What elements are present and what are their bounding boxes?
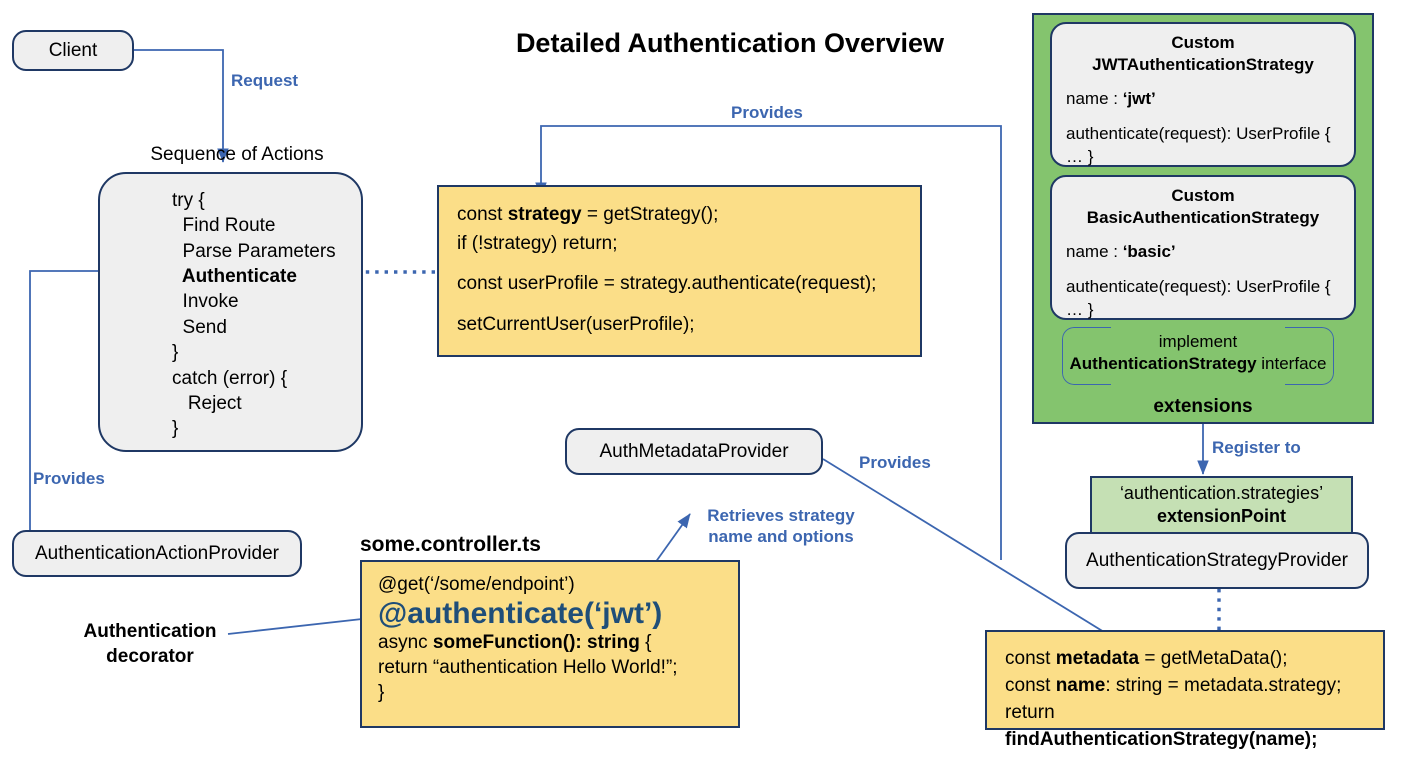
chip-extension-point-line1: ‘authentication.strategies’ bbox=[1119, 482, 1324, 503]
seq-line-5: Send bbox=[172, 316, 227, 338]
code-ctrl-fn-prefix: async bbox=[378, 632, 433, 654]
card-jwt-name-value: ‘jwt’ bbox=[1122, 89, 1156, 109]
seq-line-7: catch (error) { bbox=[172, 367, 288, 389]
code-find-strategy[interactable]: const metadata = getMetaData(); const na… bbox=[985, 630, 1385, 750]
node-auth-metadata-provider-label: AuthMetadataProvider bbox=[599, 440, 789, 462]
code-find-0-post: = getMetaData(); bbox=[1139, 648, 1288, 669]
seq-line-9: } bbox=[172, 418, 179, 440]
node-sequence-of-actions[interactable]: try { Find Route Parse Parameters Authen… bbox=[98, 172, 363, 452]
code-find-0-pre: const bbox=[1005, 648, 1056, 669]
code-ctrl-decorator-get: @get(‘/some/endpoint’) bbox=[378, 574, 575, 595]
edge-label-retrieves-strategy: Retrieves strategy name and options bbox=[691, 505, 871, 548]
edge-label-provides-top: Provides bbox=[731, 103, 803, 122]
seq-line-8: Reject bbox=[172, 392, 242, 414]
code-ctrl-decorator-authenticate: @authenticate(‘jwt’) bbox=[378, 597, 663, 631]
code-some-controller[interactable]: @get(‘/some/endpoint’) @authenticate(‘jw… bbox=[360, 560, 740, 728]
edge-label-request: Request bbox=[231, 71, 299, 90]
code-ctrl-fn-suffix: { bbox=[639, 632, 652, 654]
label-authentication-decorator: Authentication decorator bbox=[70, 620, 230, 669]
card-basic-name-value: ‘basic’ bbox=[1122, 242, 1176, 262]
card-jwt-name-label: name : bbox=[1066, 89, 1123, 109]
label-extensions: extensions bbox=[1153, 396, 1253, 417]
card-basic-strategy[interactable]: Custom BasicAuthenticationStrategy name … bbox=[1050, 175, 1356, 320]
page-title: Detailed Authentication Overview bbox=[515, 28, 945, 58]
edge-label-register-to: Register to bbox=[1212, 438, 1301, 457]
seq-line-1: Find Route bbox=[172, 215, 276, 237]
note-implement-text: implement AuthenticationStrategy interfa… bbox=[1062, 331, 1334, 375]
edge-decoratorlabel-to-code bbox=[227, 612, 381, 635]
card-basic-name-label: name : bbox=[1066, 242, 1123, 262]
note-implement-post: interface bbox=[1256, 354, 1327, 374]
code-find-2-bold: findAuthenticationStrategy(name); bbox=[1005, 728, 1318, 750]
edge-label-retrieves-line2: and options bbox=[752, 527, 854, 547]
seq-line-2: Parse Parameters bbox=[172, 240, 336, 262]
seq-line-3-authenticate: Authenticate bbox=[172, 266, 297, 288]
code-find-1-post: : string = metadata.strategy; bbox=[1105, 674, 1342, 696]
code-auth-3: const userProfile = strategy.authenticat… bbox=[457, 273, 877, 294]
label-authentication-decorator-line1: Authentication bbox=[83, 621, 217, 642]
code-auth-spacer-1 bbox=[457, 258, 902, 270]
controller-file-title: some.controller.ts bbox=[360, 533, 541, 556]
code-find-0-bold: metadata bbox=[1055, 648, 1140, 669]
card-jwt-method: authenticate(request): UserProfile { … } bbox=[1066, 124, 1331, 167]
node-authentication-strategy-provider-label: AuthenticationStrategyProvider bbox=[1086, 549, 1348, 571]
code-ctrl-body: return “authentication Hello World!”; bbox=[378, 657, 678, 679]
edge-label-provides-metadata: Provides bbox=[859, 453, 931, 472]
label-authentication-decorator-line2: decorator bbox=[106, 645, 194, 667]
seq-line-6: } bbox=[172, 342, 179, 364]
code-auth-0-pre: const bbox=[457, 204, 508, 225]
code-auth-spacer-2 bbox=[457, 299, 902, 311]
code-find-1-bold: name bbox=[1055, 674, 1106, 696]
edge-label-retrieves-line1: Retrieves strategy bbox=[707, 506, 855, 525]
card-basic-header-line1: Custom bbox=[1171, 186, 1235, 205]
edge-label-provides-left: Provides bbox=[33, 469, 105, 488]
node-authentication-strategy-provider[interactable]: AuthenticationStrategyProvider bbox=[1065, 532, 1369, 589]
node-client[interactable]: Client bbox=[12, 30, 134, 71]
code-ctrl-fn-name: someFunction(): string bbox=[432, 632, 640, 654]
code-find-1-pre: const bbox=[1005, 674, 1056, 696]
chip-extension-point[interactable]: ‘authentication.strategies’ extensionPoi… bbox=[1090, 476, 1353, 534]
card-jwt-strategy[interactable]: Custom JWTAuthenticationStrategy name : … bbox=[1050, 22, 1356, 167]
code-auth-0-bold: strategy bbox=[507, 204, 582, 225]
node-authentication-action-provider[interactable]: AuthenticationActionProvider bbox=[12, 530, 302, 577]
code-auth-0-post: = getStrategy(); bbox=[581, 204, 719, 225]
note-implement-bold: AuthenticationStrategy bbox=[1069, 354, 1257, 374]
card-jwt-header-line1: Custom bbox=[1171, 33, 1235, 52]
card-basic-header-line2: BasicAuthenticationStrategy bbox=[1086, 208, 1320, 228]
sequence-caption: Sequence of Actions bbox=[150, 144, 324, 165]
code-authenticate-action[interactable]: const strategy = getStrategy(); if (!str… bbox=[437, 185, 922, 357]
card-jwt-header-line2: JWTAuthenticationStrategy bbox=[1092, 55, 1314, 75]
node-auth-metadata-provider[interactable]: AuthMetadataProvider bbox=[565, 428, 823, 475]
code-auth-1: if (!strategy) return; bbox=[457, 232, 618, 254]
node-authentication-action-provider-label: AuthenticationActionProvider bbox=[35, 542, 279, 564]
chip-extension-point-line2: extensionPoint bbox=[1156, 506, 1286, 526]
note-implement-pre: implement bbox=[1158, 332, 1238, 351]
seq-line-0: try { bbox=[172, 190, 205, 211]
note-implement-bracket-right bbox=[1062, 327, 1334, 385]
node-client-label: Client bbox=[48, 39, 98, 61]
card-basic-method: authenticate(request): UserProfile { … } bbox=[1066, 277, 1331, 320]
code-find-2-pre: return bbox=[1005, 701, 1055, 723]
edge-label-retrieves-bold: name bbox=[708, 527, 753, 547]
code-auth-5: setCurrentUser(userProfile); bbox=[457, 313, 695, 335]
code-ctrl-close: } bbox=[378, 682, 385, 704]
seq-line-4: Invoke bbox=[172, 291, 239, 313]
